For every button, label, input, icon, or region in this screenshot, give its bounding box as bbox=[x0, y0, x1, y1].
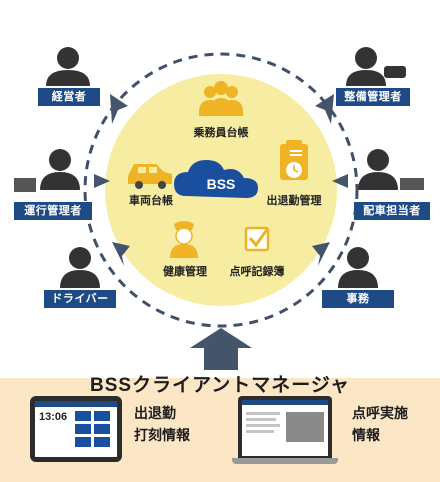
arrow-bottom-left bbox=[112, 242, 130, 266]
clipboard-clock-icon bbox=[280, 140, 308, 180]
tablet-header-bar bbox=[35, 401, 117, 407]
cloud-icon bbox=[174, 160, 258, 198]
laptop-base bbox=[232, 458, 338, 464]
nurse-icon bbox=[170, 221, 198, 258]
role-label-operations: 運行管理者 bbox=[14, 202, 92, 220]
role-label-office: 事務 bbox=[322, 290, 394, 308]
laptop-text-line bbox=[246, 424, 280, 427]
module-crew-ledger: 乗務員台帳 bbox=[193, 127, 249, 139]
laptop-caption-line1: 点呼実施 bbox=[352, 405, 408, 421]
tablet-btn bbox=[94, 411, 110, 421]
laptop-text-line bbox=[246, 412, 280, 415]
arrow-up bbox=[190, 328, 252, 370]
tablet-btn bbox=[75, 424, 91, 434]
tablet-btn bbox=[75, 411, 91, 421]
tablet-caption-line2: 打刻情報 bbox=[134, 427, 190, 443]
tablet-clock: 13:06 bbox=[39, 411, 68, 423]
module-health: 健康管理 bbox=[163, 266, 207, 278]
arrow-bottom-right bbox=[312, 242, 330, 266]
laptop-header-bar bbox=[242, 400, 328, 405]
tablet-screen: 13:06 bbox=[35, 401, 117, 457]
role-label-maintenance: 整備管理者 bbox=[336, 88, 410, 106]
module-rollcall: 点呼記録簿 bbox=[229, 266, 285, 278]
tablet-btn bbox=[94, 424, 110, 434]
role-label-dispatch: 配車担当者 bbox=[354, 202, 430, 220]
tablet-caption-line1: 出退勤 bbox=[134, 405, 176, 421]
laptop-icon bbox=[232, 396, 338, 468]
laptop-text-line bbox=[246, 418, 276, 421]
arrow-top-right bbox=[315, 94, 334, 124]
module-attendance: 出退勤管理 bbox=[266, 195, 322, 207]
laptop-caption: 点呼実施 情報 bbox=[352, 402, 408, 446]
person-icon bbox=[14, 47, 424, 288]
arrow-right bbox=[332, 174, 348, 188]
role-label-management: 経営者 bbox=[38, 88, 100, 106]
dashed-ring bbox=[83, 52, 359, 328]
arrow-left bbox=[94, 174, 110, 188]
checkbox-icon bbox=[244, 226, 270, 252]
tablet-btn bbox=[94, 437, 110, 447]
laptop-screen bbox=[242, 400, 328, 456]
laptop-caption-line2: 情報 bbox=[352, 427, 380, 443]
car-icon bbox=[128, 164, 172, 189]
arrows bbox=[94, 94, 348, 370]
tablet-button-grid bbox=[75, 411, 113, 451]
laptop-text-line bbox=[246, 430, 274, 433]
cloud-label: BSS bbox=[206, 176, 236, 192]
role-label-driver: ドライバー bbox=[44, 290, 116, 308]
laptop-photo-area bbox=[286, 412, 324, 442]
tablet-btn bbox=[75, 437, 91, 447]
laptop-screen-frame bbox=[238, 396, 332, 458]
module-vehicle-ledger: 車両台帳 bbox=[129, 195, 173, 207]
people-group-icon bbox=[199, 81, 243, 116]
arrow-top-left bbox=[110, 94, 128, 124]
tablet-icon: 13:06 bbox=[30, 396, 122, 462]
tablet-caption: 出退勤 打刻情報 bbox=[134, 402, 190, 446]
product-title: BSSクライアントマネージャ bbox=[90, 375, 350, 396]
